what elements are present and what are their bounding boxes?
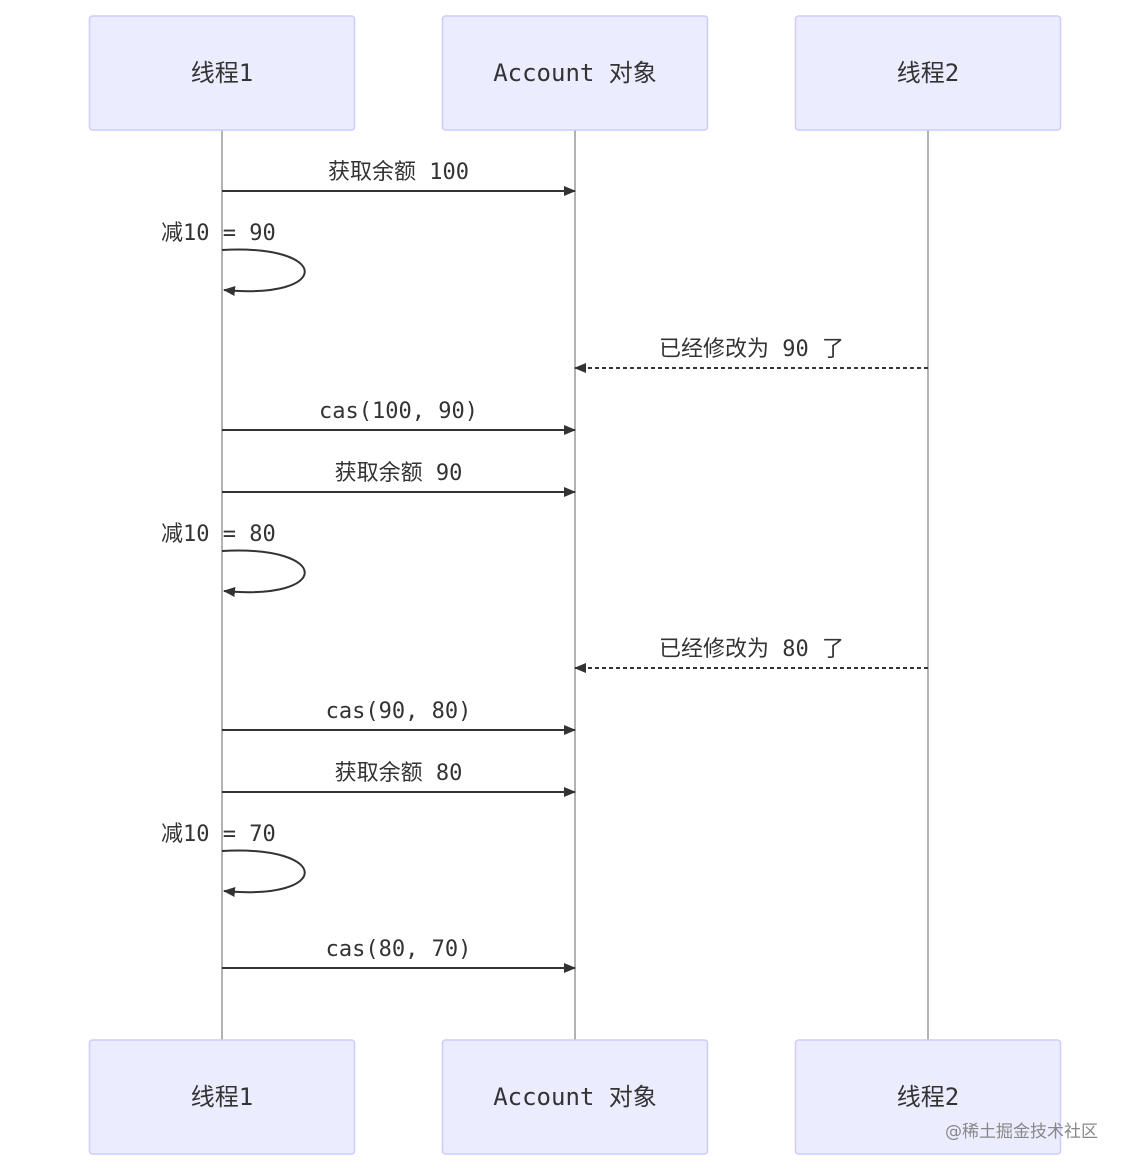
message-9: 获取余额 80 [222,761,576,797]
actor-t1-bottom: 线程1 [88,1039,356,1155]
message-4: cas(100, 90) [222,399,576,435]
actor-label: 线程1 [191,59,253,87]
actor-t2-bottom: 线程2 [794,1039,1062,1155]
actor-label: Account 对象 [493,59,657,87]
message-11: cas(80, 70) [222,937,576,973]
self-note: 减10 = 80 [161,522,276,547]
self-loop-arrow [221,248,306,296]
actor-box [794,15,1062,131]
actor-acc-top: Account 对象 [441,15,709,131]
message-label: 已经修改为 90 了 [659,337,844,362]
message-10: 减10 = 70 [161,822,306,897]
message-label: cas(80, 70) [326,937,472,962]
actor-label: 线程2 [897,59,959,87]
message-1: 获取余额 100 [222,160,576,196]
self-note: 减10 = 90 [161,221,276,246]
message-label: cas(90, 80) [326,699,472,724]
self-note: 减10 = 70 [161,822,276,847]
message-label: 获取余额 100 [328,160,469,185]
message-3: 已经修改为 90 了 [574,337,928,373]
actor-box [441,1039,709,1155]
actor-label: 线程2 [897,1083,959,1111]
message-2: 减10 = 90 [161,221,306,296]
message-7: 已经修改为 80 了 [574,637,928,673]
actor-box [441,15,709,131]
self-loop-arrow [221,849,306,897]
message-label: 获取余额 90 [335,461,463,486]
actor-acc-bottom: Account 对象 [441,1039,709,1155]
message-8: cas(90, 80) [222,699,576,735]
message-6: 减10 = 80 [161,522,306,597]
actor-t2-top: 线程2 [794,15,1062,131]
message-label: cas(100, 90) [319,399,478,424]
actor-box [88,15,356,131]
actor-label: Account 对象 [493,1083,657,1111]
actor-box [794,1039,1062,1155]
credit-watermark: @稀土掘金技术社区 [945,1122,1098,1142]
message-label: 已经修改为 80 了 [659,637,844,662]
actor-box [88,1039,356,1155]
message-5: 获取余额 90 [222,461,576,497]
self-loop-arrow [221,549,306,597]
actor-label: 线程1 [191,1083,253,1111]
actor-t1-top: 线程1 [88,15,356,131]
message-label: 获取余额 80 [335,761,463,786]
